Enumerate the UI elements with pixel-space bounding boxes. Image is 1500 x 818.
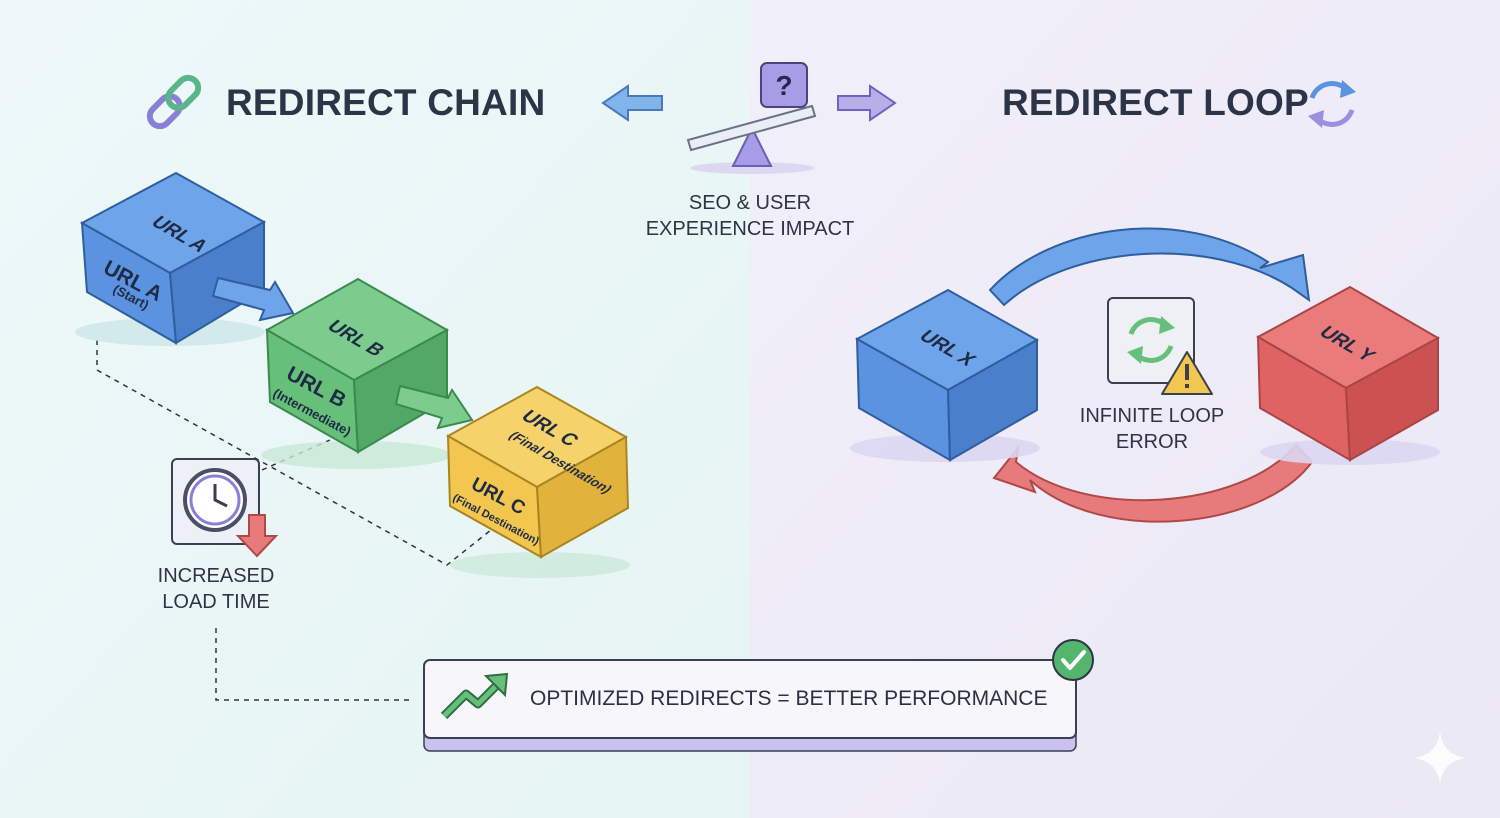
- banner-text: OPTIMIZED REDIRECTS = BETTER PERFORMANCE: [530, 687, 1048, 710]
- load-time-line-1: INCREASED: [157, 565, 275, 587]
- down-arrow-icon: [235, 514, 279, 558]
- loop-error-line-1: INFINITE LOOP: [1079, 405, 1225, 427]
- cube-url-b: URL B URL B (Intermediate): [261, 277, 451, 469]
- right-arrow-icon: [837, 84, 897, 122]
- sparkle-icon: [1414, 732, 1466, 784]
- clock-icon: [171, 458, 260, 545]
- balance-scale-icon: [686, 104, 817, 174]
- performance-banner: [423, 659, 1077, 752]
- loop-title: REDIRECT LOOP: [1002, 82, 1309, 123]
- svg-text:?: ?: [775, 70, 792, 101]
- loop-arrow-top: [988, 227, 1311, 307]
- cube-url-c: URL C (Final Destination) URL C (Final D…: [445, 385, 630, 578]
- dashed-connector: [215, 628, 410, 701]
- chain-link-icon: [146, 74, 202, 130]
- load-time-caption: INCREASED LOAD TIME: [136, 563, 296, 615]
- impact-line-2: EXPERIENCE IMPACT: [645, 218, 855, 240]
- cube-url-y: URL Y: [1255, 285, 1441, 465]
- loop-error-line-2: ERROR: [1115, 431, 1189, 453]
- impact-line-1: SEO & USER: [688, 192, 812, 214]
- chain-title: REDIRECT CHAIN: [226, 82, 546, 123]
- question-icon: ?: [760, 62, 808, 108]
- trend-up-icon: [440, 672, 509, 720]
- cube-url-x: URL X: [850, 288, 1040, 462]
- load-time-line-2: LOAD TIME: [162, 591, 270, 613]
- loop-arrow-bottom: [992, 443, 1314, 523]
- left-arrow-icon: [601, 84, 663, 122]
- refresh-icon: [1308, 80, 1356, 128]
- cube-url-a: URL A URL A (Start): [75, 171, 267, 346]
- warning-icon: [1161, 351, 1213, 395]
- arrow-a-to-b: [211, 276, 295, 322]
- arrow-b-to-c: [394, 384, 474, 430]
- impact-caption: SEO & USER EXPERIENCE IMPACT: [630, 190, 870, 242]
- loop-error-caption: INFINITE LOOP ERROR: [1060, 403, 1244, 455]
- loop-error-icon: [1107, 297, 1195, 384]
- check-icon: [1052, 639, 1094, 681]
